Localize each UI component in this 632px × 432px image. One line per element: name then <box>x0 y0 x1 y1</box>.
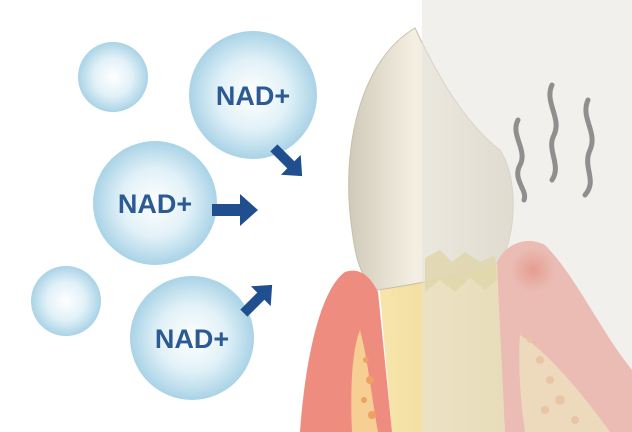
nad-bubble-2: NAD+ <box>93 141 217 265</box>
nad-bubble-1: NAD+ <box>189 31 317 159</box>
arrow-up-right-icon <box>240 284 273 317</box>
gum-left <box>300 270 392 432</box>
arrow-down-right-icon <box>270 144 303 177</box>
bubble-small-2 <box>31 266 101 336</box>
nad-label: NAD+ <box>118 189 192 219</box>
bubble-small-1 <box>78 42 148 112</box>
odor-lines-icon <box>513 82 595 203</box>
nad-label: NAD+ <box>216 81 290 111</box>
unhealthy-side-overlay <box>422 0 632 432</box>
arrow-right-icon <box>212 194 258 226</box>
nad-bubble-3: NAD+ <box>130 276 254 400</box>
nad-label: NAD+ <box>155 324 229 354</box>
